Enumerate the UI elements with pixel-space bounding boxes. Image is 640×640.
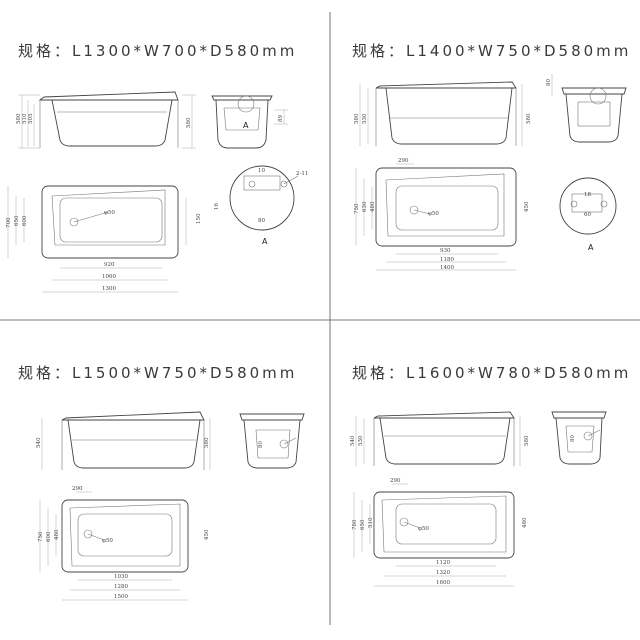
p4-plan-w2: 650: [360, 519, 366, 530]
panel-2-end-view: 80: [546, 74, 627, 143]
p2-side-d3: 580: [526, 113, 532, 124]
p2-side-d2: 530: [362, 113, 368, 124]
p1-plan-small: 16: [214, 203, 220, 210]
panel-3-title: 规格：L1500*W750*D580mm: [18, 364, 298, 382]
p3-side-h: 580: [204, 437, 210, 448]
panel-3-end-view: 80: [239, 413, 305, 469]
p4-side-h: 580: [524, 435, 530, 446]
p1-plan-l2: 1060: [102, 274, 116, 280]
panel-4-side-view: 540 530 580: [350, 411, 530, 466]
p1-plan-w2: 650: [14, 215, 20, 226]
p1-detail-b: 80: [258, 218, 265, 224]
panel-3-plan-view: φ50 290 750 600 480 450 1030 1280 1500: [38, 486, 210, 601]
p3-plan-w2: 600: [46, 531, 52, 542]
p4-plan-offset: 290: [390, 478, 401, 484]
p3-plan-l3: 1500: [114, 594, 128, 600]
p4-plan-l1: 1120: [436, 560, 450, 566]
p1-plan-side: 150: [196, 213, 202, 224]
p2-side-d1: 580: [354, 113, 360, 124]
p1-plan-drain: φ50: [104, 210, 115, 216]
panel-3-side-view: 540 580: [36, 411, 211, 470]
p1-plan-l3: 1300: [102, 286, 116, 292]
p2-plan-offset: 290: [398, 158, 409, 164]
p3-plan-w: 750: [38, 531, 44, 542]
p2-end-h2: 80: [546, 79, 552, 86]
p3-plan-drain: φ50: [102, 538, 113, 544]
panel-1-side-view: 580 510 505 580: [16, 91, 196, 149]
p3-plan-l2: 1280: [114, 584, 128, 590]
panel-1-plan-view: φ50 700 650 600 150 16 920 1060 1300: [6, 185, 220, 293]
p2-plan-drain: φ50: [428, 211, 439, 217]
p4-side-d1: 540: [350, 435, 356, 446]
p4-plan-l2: 1320: [436, 570, 450, 576]
p1-side-d2: 510: [22, 113, 28, 124]
p4-plan-w3: 510: [368, 517, 374, 528]
p4-plan-side: 480: [522, 517, 528, 528]
p2-detail-a: 18: [584, 192, 591, 198]
panel-4-title: 规格：L1600*W780*D580mm: [352, 364, 632, 382]
p3-plan-offset: 290: [72, 486, 83, 492]
panel-4-plan-view: φ50 290 780 650 510 480 1120 1320 1600: [352, 478, 528, 587]
p1-end-h2: 89: [278, 115, 284, 122]
p1-plan-w3: 600: [22, 215, 28, 226]
panel-1-detail-a: 10 80 2-11 A: [229, 165, 308, 246]
p2-detail-b: 60: [584, 212, 591, 218]
panel-1-end-view: 89 A: [211, 95, 288, 149]
p2-plan-l1: 930: [440, 248, 451, 254]
panel-2-side-view: 580 530 580: [354, 81, 532, 146]
p1-detail-c: 2-11: [296, 171, 308, 177]
p2-plan-w: 750: [354, 203, 360, 214]
p3-end-a: 80: [258, 441, 264, 448]
p1-detail-a: 10: [258, 168, 265, 174]
p2-plan-side: 450: [524, 201, 530, 212]
p2-plan-w2: 630: [362, 201, 368, 212]
p3-side-d1: 540: [36, 437, 42, 448]
p1-side-d3: 505: [28, 113, 34, 124]
panel-2-plan-view: φ50 290 750 630 480 450 930 1180 1400: [354, 158, 530, 271]
p4-plan-drain: φ50: [418, 526, 429, 532]
p1-plan-l1: 920: [104, 262, 115, 268]
p4-plan-l3: 1600: [436, 580, 450, 586]
p4-plan-w: 780: [352, 519, 358, 530]
p4-end-a: 80: [570, 435, 576, 442]
p3-plan-w3: 480: [54, 529, 60, 540]
p2-plan-w3: 480: [370, 201, 376, 212]
p1-side-d1: 580: [16, 113, 22, 124]
p1-detail-label: A: [262, 237, 268, 246]
p1-plan-w: 700: [6, 217, 12, 228]
p1-side-h: 580: [186, 117, 192, 128]
panel-2-detail-a: 18 60 A: [559, 177, 617, 252]
p4-side-d2: 530: [358, 435, 364, 446]
panel-1-title: 规格：L1300*W700*D580mm: [18, 42, 298, 60]
p2-detail-label: A: [588, 243, 594, 252]
p3-plan-side: 450: [204, 529, 210, 540]
p1-end-label: A: [243, 121, 249, 130]
p3-plan-l1: 1030: [114, 574, 128, 580]
p2-plan-l2: 1180: [440, 257, 454, 263]
p2-plan-l3: 1400: [440, 265, 454, 271]
panel-4-end-view: 80: [551, 411, 607, 465]
panel-2-title: 规格：L1400*W750*D580mm: [352, 42, 632, 60]
